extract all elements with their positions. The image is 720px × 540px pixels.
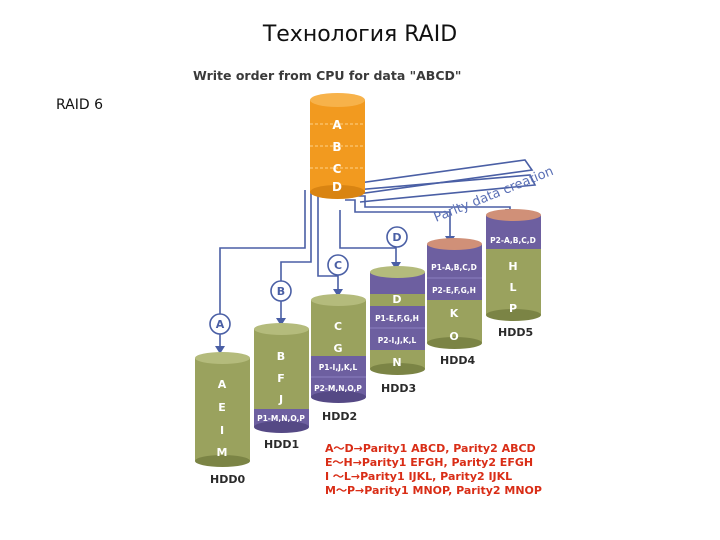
hdd2-cylinder: C G P1-I,J,K,L P2-M,N,O,P — [311, 294, 366, 403]
hdd4-block: K — [450, 307, 459, 320]
hdd4-parity: P1-A,B,C,D — [431, 263, 477, 272]
hdd0-block: I — [220, 424, 224, 437]
write-marker-c: C — [327, 254, 349, 276]
parity-legend: A～D→Parity1 ABCD, Parity2 ABCD E～H→Parit… — [325, 442, 542, 497]
hdd1-block: B — [277, 350, 285, 363]
hdd5-label: HDD5 — [498, 326, 533, 339]
svg-text:D: D — [392, 231, 401, 244]
hdd5-block: P — [509, 302, 517, 315]
hdd4-label: HDD4 — [440, 354, 475, 367]
cpu-data-cylinder: A B C D — [310, 93, 365, 199]
slide-title: Технология RAID — [262, 22, 458, 47]
source-block-a: A — [332, 118, 342, 132]
hdd2-parity: P1-I,J,K,L — [319, 363, 358, 372]
hdd1-block: J — [278, 393, 283, 406]
hdd4-parity: P2-E,F,G,H — [432, 286, 476, 295]
legend-line: M～P→Parity1 MNOP, Parity2 MNOP — [325, 484, 542, 497]
legend-line: I ～L→Parity1 IJKL, Parity2 IJKL — [325, 470, 512, 483]
hdd5-parity: P2-A,B,C,D — [490, 236, 536, 245]
source-block-b: B — [332, 140, 341, 154]
hdd0-block: E — [218, 401, 226, 414]
hdd4-block: O — [449, 330, 458, 343]
legend-line: A～D→Parity1 ABCD, Parity2 ABCD — [325, 442, 536, 455]
slide-subtitle: RAID 6 — [56, 97, 104, 113]
write-marker-a: A — [209, 313, 231, 335]
hdd1-label: HDD1 — [264, 438, 299, 451]
svg-text:A: A — [216, 318, 225, 331]
hdd5-block: H — [508, 260, 517, 273]
legend-line: E～H→Parity1 EFGH, Parity2 EFGH — [325, 456, 533, 469]
hdd1-cylinder: B F J P1-M,N,O,P — [254, 323, 309, 433]
hdd0-block: A — [218, 378, 227, 391]
source-block-c: C — [333, 162, 342, 176]
hdd3-parity: P1-E,F,G,H — [375, 314, 419, 323]
hdd5-block: L — [509, 281, 516, 294]
hdd0-block: M — [217, 446, 228, 459]
hdd2-block: G — [333, 342, 342, 355]
write-marker-b: B — [270, 280, 292, 302]
hdd3-block: D — [392, 293, 401, 306]
hdd4-cylinder: P1-A,B,C,D P2-E,F,G,H K O — [427, 238, 482, 349]
hdd3-cylinder: D P1-E,F,G,H P2-I,J,K,L N — [370, 266, 425, 375]
svg-text:B: B — [277, 285, 285, 298]
hdd2-parity: P2-M,N,O,P — [314, 384, 362, 393]
hdd0-cylinder: A E I M — [195, 352, 250, 467]
hdd1-parity: P1-M,N,O,P — [257, 414, 305, 423]
source-block-d: D — [332, 180, 342, 194]
diagram-header: Write order from CPU for data "ABCD" — [193, 68, 461, 83]
hdd1-block: F — [277, 372, 285, 385]
hdd0-label: HDD0 — [210, 473, 245, 486]
hdd2-label: HDD2 — [322, 410, 357, 423]
hdd5-cylinder: P2-A,B,C,D H L P — [486, 209, 541, 321]
svg-text:C: C — [334, 259, 342, 272]
write-marker-d: D — [386, 226, 408, 248]
hdd2-block: C — [334, 320, 342, 333]
hdd3-label: HDD3 — [381, 382, 416, 395]
hdd3-parity: P2-I,J,K,L — [378, 336, 417, 345]
hdd3-block: N — [392, 356, 401, 369]
